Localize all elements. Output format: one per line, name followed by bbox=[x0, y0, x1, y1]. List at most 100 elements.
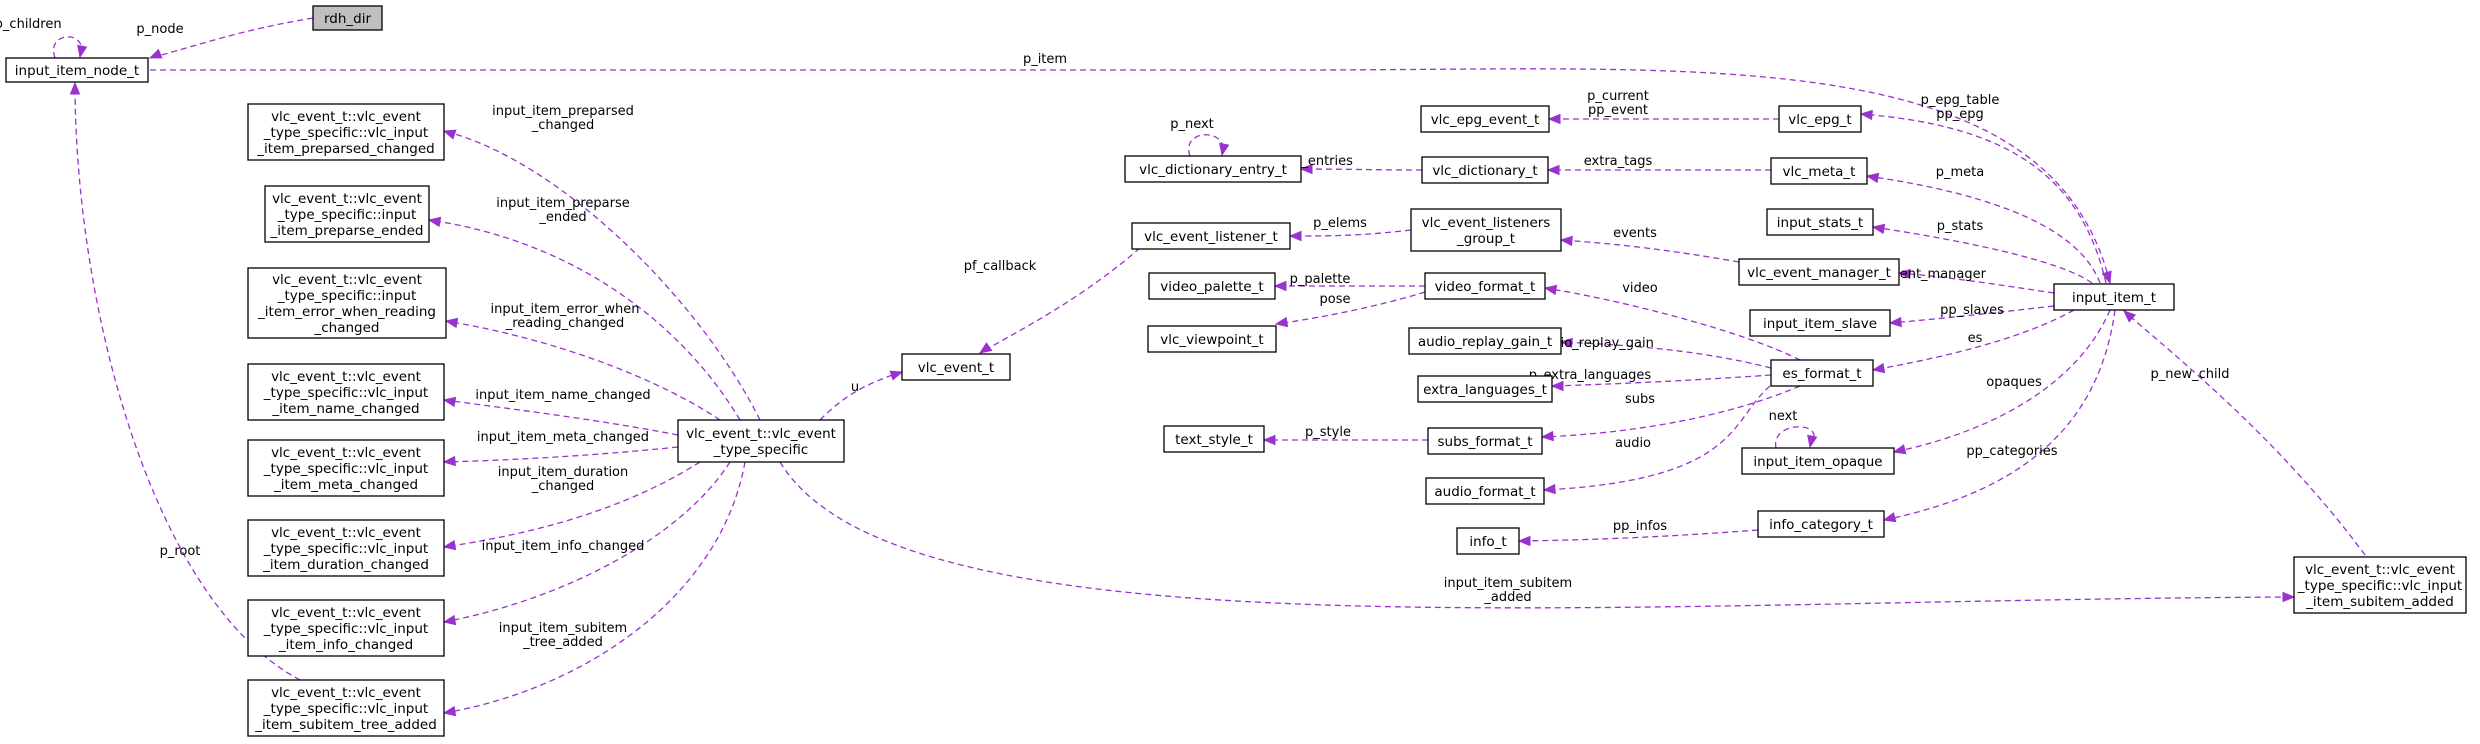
node-label: vlc_viewpoint_t bbox=[1160, 332, 1263, 348]
edge-label: u bbox=[851, 380, 859, 395]
arrowhead-icon bbox=[1299, 163, 1313, 175]
arrowhead-icon bbox=[1865, 172, 1880, 184]
node-vlc-event-listeners-group-t[interactable]: vlc_event_listeners_group_t bbox=[1410, 208, 1562, 252]
edge-category-pp-infos bbox=[1517, 529, 1759, 547]
node-ev-preparse-ended[interactable]: vlc_event_t::vlc_event_type_specific::in… bbox=[264, 185, 430, 243]
node-label: _group_t bbox=[1456, 231, 1515, 247]
arrowhead-icon bbox=[442, 455, 456, 467]
edge-item-pp-categories bbox=[1882, 309, 2116, 523]
node-label: audio_format_t bbox=[1434, 484, 1535, 500]
edge-opaque-next bbox=[1775, 426, 1818, 449]
edge-label: p_root bbox=[160, 544, 201, 559]
node-label: input_item_node_t bbox=[15, 63, 139, 79]
arrowhead-icon bbox=[978, 342, 993, 354]
node-label: _type_specific::vlc_input bbox=[2297, 578, 2462, 594]
node-label: video_palette_t bbox=[1160, 279, 1263, 295]
edge-item-event-manager bbox=[1897, 268, 2055, 294]
edge-subitem-p-new-child bbox=[2123, 310, 2366, 556]
edge-label: input_item_preparsed bbox=[492, 104, 634, 119]
node-ev-subitem-tree-added[interactable]: vlc_event_t::vlc_event_type_specific::vl… bbox=[247, 679, 445, 737]
edge-spec-u bbox=[819, 370, 904, 421]
node-ev-meta-changed[interactable]: vlc_event_t::vlc_event_type_specific::vl… bbox=[247, 439, 445, 497]
edge-rdh-dir-p-node bbox=[148, 17, 314, 59]
edge-label: opaques bbox=[1986, 375, 2042, 390]
arrowhead-icon bbox=[1547, 113, 1561, 125]
node-vlc-event-listener-t[interactable]: vlc_event_listener_t bbox=[1131, 222, 1291, 250]
edge-video-p-palette bbox=[1273, 280, 1426, 292]
node-vlc-meta-t[interactable]: vlc_meta_t bbox=[1770, 157, 1868, 185]
node-input-stats-t[interactable]: input_stats_t bbox=[1766, 208, 1874, 236]
node-label: vlc_event_t bbox=[918, 360, 994, 376]
node-ev-error-when-reading[interactable]: vlc_event_t::vlc_event_type_specific::in… bbox=[247, 267, 447, 339]
node-vlc-viewpoint-t[interactable]: vlc_viewpoint_t bbox=[1147, 325, 1277, 353]
node-info-category-t[interactable]: info_category_t bbox=[1757, 510, 1885, 538]
arrowhead-icon bbox=[1288, 230, 1302, 242]
node-label: input_item_slave bbox=[1763, 316, 1877, 332]
edge-label: input_item_duration bbox=[498, 465, 629, 480]
node-vlc-dictionary-t[interactable]: vlc_dictionary_t bbox=[1421, 156, 1549, 184]
node-label: vlc_event_t::vlc_event bbox=[686, 426, 836, 442]
node-extra-languages-t[interactable]: extra_languages_t bbox=[1417, 375, 1553, 403]
edge-spec-error-when-reading bbox=[444, 317, 721, 421]
edge-label: events bbox=[1613, 226, 1657, 241]
edge-label: subs bbox=[1625, 392, 1655, 407]
arrowhead-icon bbox=[1274, 316, 1289, 328]
node-label: _type_specific::vlc_input bbox=[263, 701, 428, 717]
arrowhead-icon bbox=[1559, 337, 1573, 349]
node-input-item-t[interactable]: input_item_t bbox=[2053, 283, 2175, 311]
node-es-format-t[interactable]: es_format_t bbox=[1770, 359, 1874, 387]
node-video-palette-t[interactable]: video_palette_t bbox=[1148, 272, 1276, 300]
edge-spec-subitem-tree-added bbox=[442, 461, 746, 717]
node-info-t[interactable]: info_t bbox=[1456, 527, 1520, 555]
arrowhead-icon bbox=[1892, 444, 1907, 455]
edge-item-p-epg-table bbox=[1859, 109, 2107, 284]
edge-label: pp_epg bbox=[1936, 107, 1984, 122]
node-vlc-epg-event-t[interactable]: vlc_epg_event_t bbox=[1420, 105, 1550, 133]
node-vlc-event-t[interactable]: vlc_event_t bbox=[901, 353, 1011, 381]
node-vlc-epg-t[interactable]: vlc_epg_t bbox=[1778, 105, 1862, 133]
node-video-format-t[interactable]: video_format_t bbox=[1424, 272, 1546, 300]
node-input-item-slave[interactable]: input_item_slave bbox=[1749, 309, 1891, 337]
node-label: vlc_event_listeners bbox=[1422, 215, 1551, 231]
edge-label: audio_replay_gain bbox=[1536, 336, 1654, 351]
edge-label: _changed bbox=[531, 479, 595, 494]
node-input-item-opaque[interactable]: input_item_opaque bbox=[1741, 447, 1895, 475]
edge-item-p-meta bbox=[1865, 172, 2101, 284]
node-vlc-event-manager-t[interactable]: vlc_event_manager_t bbox=[1738, 258, 1900, 286]
node-ev-duration-changed[interactable]: vlc_event_t::vlc_event_type_specific::vl… bbox=[247, 519, 445, 577]
edge-label: pp_categories bbox=[1966, 444, 2057, 459]
node-label: vlc_event_t::vlc_event bbox=[271, 525, 421, 541]
node-audio-replay-gain-t[interactable]: audio_replay_gain_t bbox=[1408, 327, 1562, 355]
edge-spec-subitem-added bbox=[779, 461, 2296, 609]
node-vlc-event-type-specific[interactable]: vlc_event_t::vlc_event_type_specific bbox=[677, 419, 845, 463]
edge-label: audio bbox=[1615, 436, 1651, 451]
arrowhead-icon bbox=[2101, 270, 2112, 285]
node-audio-format-t[interactable]: audio_format_t bbox=[1425, 477, 1545, 505]
arrowhead-icon bbox=[148, 48, 163, 59]
node-ev-name-changed[interactable]: vlc_event_t::vlc_event_type_specific::vl… bbox=[247, 363, 445, 421]
node-rdh-dir[interactable]: rdh_dir bbox=[312, 5, 383, 31]
node-label: vlc_event_t::vlc_event bbox=[2305, 562, 2455, 578]
edge-spec-preparse-ended bbox=[427, 216, 741, 421]
edge-label: input_item_subitem bbox=[1444, 576, 1572, 591]
node-label: vlc_event_t::vlc_event bbox=[271, 685, 421, 701]
node-vlc-dictionary-entry-t[interactable]: vlc_dictionary_entry_t bbox=[1124, 155, 1302, 183]
node-ev-info-changed[interactable]: vlc_event_t::vlc_event_type_specific::vl… bbox=[247, 599, 445, 657]
node-label: vlc_event_t::vlc_event bbox=[271, 109, 421, 125]
node-label: vlc_dictionary_entry_t bbox=[1139, 162, 1287, 178]
arrowhead-icon bbox=[1888, 316, 1902, 328]
arrowhead-icon bbox=[442, 614, 457, 626]
edge-label: _changed bbox=[531, 118, 595, 133]
node-label: _item_info_changed bbox=[278, 637, 413, 653]
edge-label: pp_slaves bbox=[1940, 303, 2004, 318]
node-label: _type_specific bbox=[713, 442, 809, 458]
edge-label: input_item_preparse bbox=[496, 196, 629, 211]
edge-label: p_new_child bbox=[2151, 367, 2230, 382]
node-ev-subitem-added[interactable]: vlc_event_t::vlc_event_type_specific::vl… bbox=[2293, 556, 2467, 614]
node-ev-preparsed-changed[interactable]: vlc_event_t::vlc_event_type_specific::vl… bbox=[247, 103, 445, 161]
node-input-item-node-t[interactable]: input_item_node_t bbox=[5, 57, 149, 83]
node-subs-format-t[interactable]: subs_format_t bbox=[1427, 427, 1543, 455]
node-label: _type_specific::vlc_input bbox=[263, 385, 428, 401]
edge-dictentry-p-next bbox=[1188, 134, 1230, 157]
node-text-style-t[interactable]: text_style_t bbox=[1163, 425, 1265, 453]
